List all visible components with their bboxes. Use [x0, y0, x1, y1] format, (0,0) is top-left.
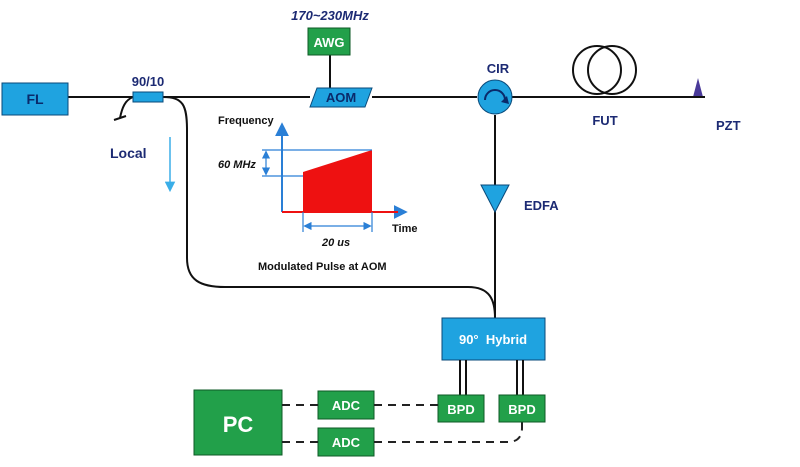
circulator-arrow-icon [484, 89, 506, 101]
edfa-triangle [480, 184, 510, 214]
local-label: Local [110, 145, 147, 161]
pc-computer: PC [193, 389, 283, 456]
inset-x-axis-label: Time [392, 223, 417, 235]
hybrid-box [441, 317, 546, 361]
bandwidth-label: 60 MHz [218, 159, 256, 171]
aom-box [309, 87, 373, 108]
optical-hybrid: 90° Hybrid [441, 317, 546, 361]
electrical-links [282, 404, 523, 443]
circulator: CIR [477, 61, 513, 115]
adc-2: ADC [317, 427, 375, 457]
pzt-element [693, 78, 703, 97]
inset-y-axis-label: Frequency [218, 115, 275, 127]
bpd-2-box [498, 394, 546, 423]
fut-label: FUT [592, 113, 617, 128]
awg-box [307, 27, 351, 56]
fut-coil-loop-right [587, 45, 637, 95]
adc-1-label: ADC [332, 398, 361, 413]
fiber-tail-stub [113, 115, 127, 121]
aom-label: AOM [326, 90, 356, 105]
adc-1: ADC [317, 390, 375, 420]
coupler-90-10: 90/10 [132, 74, 165, 103]
hybrid-to-bpd-links [459, 360, 524, 395]
fl-laser: FL [1, 82, 69, 116]
pc-box [193, 389, 283, 456]
hybrid-label: 90° Hybrid [459, 332, 527, 347]
circulator-body [477, 79, 513, 115]
aom-frequency-range: 170~230MHz [291, 8, 369, 23]
adc-2-label: ADC [332, 435, 361, 450]
bpd-2-label: BPD [508, 402, 535, 417]
bpd-2: BPD [498, 394, 546, 423]
modulated-pulse-shape [303, 150, 372, 212]
adc-2-box [317, 427, 375, 457]
fiber-lines [68, 55, 700, 322]
duration-label: 20 us [321, 237, 350, 249]
fiber-coupler-tail [119, 96, 134, 119]
fl-label: FL [26, 91, 44, 107]
circulator-label: CIR [487, 61, 510, 76]
awg-module: AWG 170~230MHz [291, 8, 369, 56]
adc2-to-bpd2-link [374, 422, 523, 443]
fiber-local-oscillator-path [162, 96, 496, 319]
coupler-label: 90/10 [132, 74, 165, 89]
fut-coil-loop-left [572, 45, 622, 95]
fut-fiber-coil [572, 45, 637, 95]
bpd-1-label: BPD [447, 402, 474, 417]
aom-modulator: AOM [309, 87, 373, 108]
fl-box [1, 82, 69, 116]
bpd-1: BPD [437, 394, 485, 423]
circulator-arrowhead [501, 96, 509, 104]
edfa-amplifier: EDFA [480, 184, 559, 214]
pulse-inset: Frequency Time 60 MHz 20 us Modulated Pu… [218, 115, 417, 273]
coupler-box [132, 91, 164, 103]
awg-label: AWG [313, 35, 344, 50]
pc-label: PC [223, 412, 254, 437]
edfa-label: EDFA [524, 198, 559, 213]
bpd-1-box [437, 394, 485, 423]
inset-caption: Modulated Pulse at AOM [258, 261, 387, 273]
pzt-label: PZT [716, 118, 741, 133]
